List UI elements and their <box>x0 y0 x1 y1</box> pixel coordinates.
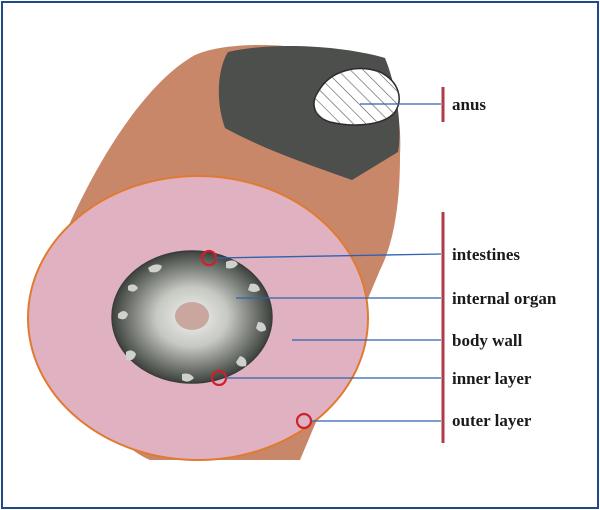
intestine-blobs <box>118 260 266 382</box>
label-body-wall: body wall <box>452 331 523 350</box>
anus-hatching <box>314 68 400 125</box>
leader-lines <box>215 103 442 422</box>
label-inner-layer: inner layer <box>452 369 532 388</box>
label-anus: anus <box>452 95 486 114</box>
label-intestines: intestines <box>452 245 520 264</box>
organ-core <box>175 302 209 330</box>
label-outer-layer: outer layer <box>452 411 532 430</box>
intestines-leader-line <box>215 253 442 259</box>
label-internal-organ: internal organ <box>452 289 557 308</box>
